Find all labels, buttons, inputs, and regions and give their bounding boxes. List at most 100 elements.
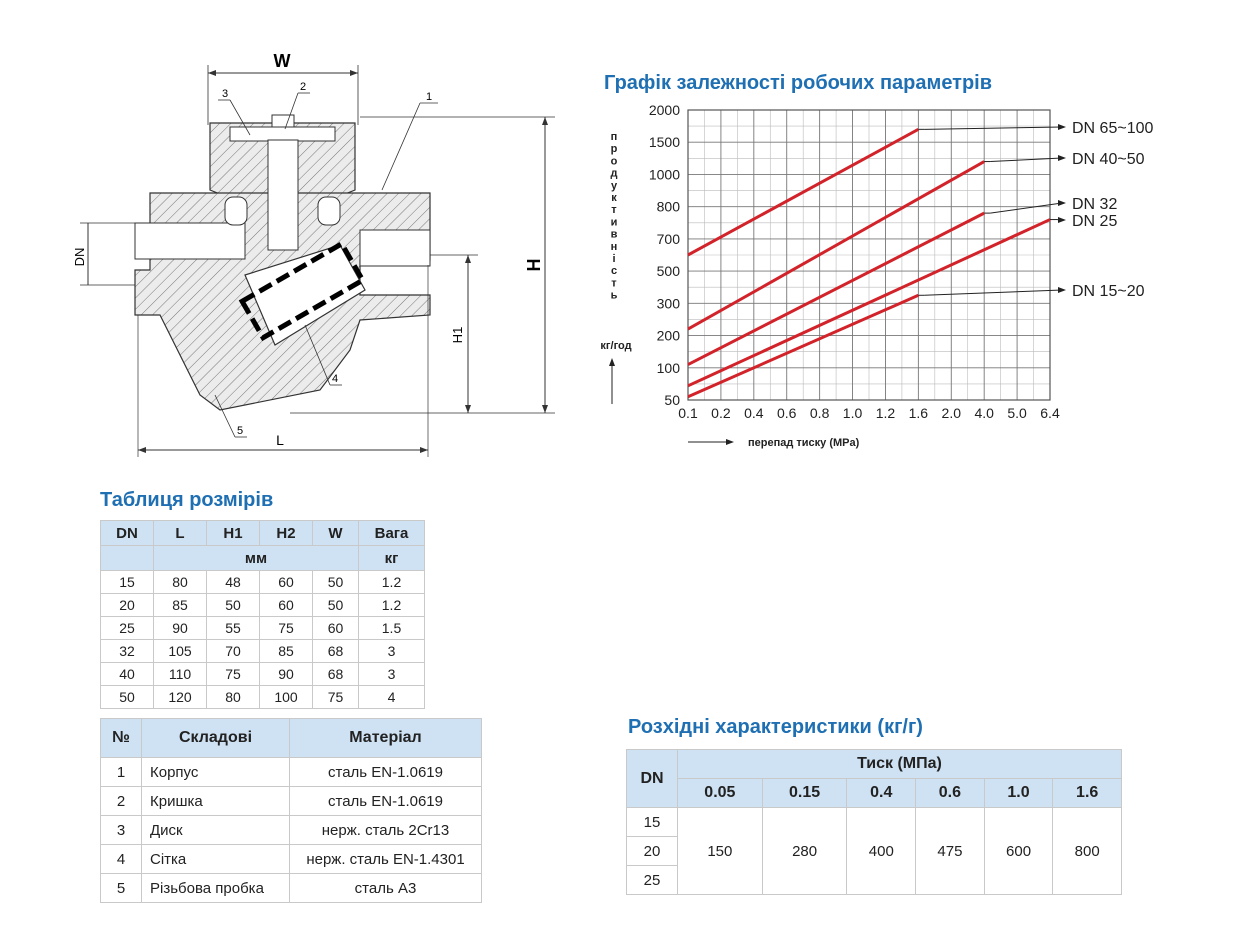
part-2-label: 2 bbox=[300, 81, 306, 93]
dims-cell: 3 bbox=[358, 639, 425, 663]
dims-header-weight: Вага bbox=[358, 520, 425, 546]
x-tick-label: 2.0 bbox=[942, 405, 962, 421]
capacity-title: Розхідні характеристики (кг/г) bbox=[628, 716, 923, 738]
capacity-value-cell: 400 bbox=[846, 807, 917, 895]
series-leader-arrowhead bbox=[1058, 155, 1066, 161]
dims-cell: 48 bbox=[206, 570, 260, 594]
series-line bbox=[687, 160, 985, 331]
part-material: нерж. сталь 2Cr13 bbox=[289, 815, 482, 845]
part-component: Різьбова пробка bbox=[141, 873, 290, 903]
dims-cell: 1.2 bbox=[358, 593, 425, 617]
dims-cell: 50 bbox=[312, 593, 359, 617]
y-unit-label: кг/год bbox=[600, 340, 631, 352]
dims-cell: 68 bbox=[312, 662, 359, 686]
y-axis-label-letter: т bbox=[611, 277, 617, 289]
part-component: Корпус bbox=[141, 757, 290, 787]
y-axis-label-letter: д bbox=[611, 168, 618, 180]
part-number: 5 bbox=[100, 873, 142, 903]
parts-header-material: Матеріал bbox=[289, 718, 482, 758]
y-axis-label-letter: н bbox=[611, 241, 618, 253]
y-axis-label-letter: і bbox=[612, 253, 615, 265]
dims-header-l: L bbox=[153, 520, 207, 546]
y-axis-label-letter: ь bbox=[611, 290, 618, 302]
capacity-value-cell: 800 bbox=[1052, 807, 1122, 895]
y-tick-label: 800 bbox=[657, 199, 681, 215]
capacity-value-cell: 600 bbox=[983, 807, 1054, 895]
dims-cell: 1.2 bbox=[358, 570, 425, 594]
series-line bbox=[687, 128, 920, 257]
dims-unit-kg: кг bbox=[358, 545, 425, 571]
x-tick-label: 6.4 bbox=[1040, 405, 1060, 421]
dims-header-h2: H2 bbox=[259, 520, 313, 546]
dims-cell: 55 bbox=[206, 616, 260, 640]
part-3-label: 3 bbox=[222, 88, 228, 100]
part-material: сталь EN-1.0619 bbox=[289, 786, 482, 816]
dims-cell: 60 bbox=[259, 570, 313, 594]
dim-h-label: H bbox=[524, 259, 544, 272]
y-axis-label-letter: п bbox=[611, 131, 618, 143]
capacity-pressure-header: 1.6 bbox=[1052, 778, 1122, 808]
capacity-pressure-header: 0.05 bbox=[677, 778, 763, 808]
series-label: DN 32 bbox=[1072, 196, 1117, 213]
y-axis-label-letter: и bbox=[611, 216, 618, 228]
y-axis-label-letter: т bbox=[611, 204, 617, 216]
y-tick-label: 700 bbox=[657, 231, 681, 247]
dims-header-row: DN L H1 H2 W Вага bbox=[100, 520, 425, 546]
parts-header-row: № Складові Матеріал bbox=[100, 718, 482, 758]
x-tick-label: 0.2 bbox=[711, 405, 731, 421]
x-tick-label: 0.6 bbox=[777, 405, 797, 421]
part-number: 1 bbox=[100, 757, 142, 787]
part-material: сталь А3 bbox=[289, 873, 482, 903]
capacity-header-pressure: Тиск (МПа) bbox=[677, 749, 1122, 779]
x-tick-label: 0.4 bbox=[744, 405, 764, 421]
series-line bbox=[687, 293, 919, 399]
series-line bbox=[687, 211, 985, 366]
dims-cell: 25 bbox=[100, 616, 154, 640]
dims-cell: 50 bbox=[100, 685, 154, 709]
dims-cell: 3 bbox=[358, 662, 425, 686]
part-component: Сітка bbox=[141, 844, 290, 874]
y-tick-label: 50 bbox=[664, 392, 680, 408]
y-axis-label-letter: к bbox=[611, 192, 617, 204]
series-leader bbox=[924, 289, 1063, 296]
series-leader bbox=[990, 202, 1063, 214]
y-tick-label: 2000 bbox=[649, 102, 680, 118]
capacity-pressure-header: 1.0 bbox=[983, 778, 1054, 808]
x-tick-label: 0.1 bbox=[678, 405, 698, 421]
dims-title: Таблиця розмірів bbox=[100, 489, 274, 511]
dims-header-w: W bbox=[312, 520, 359, 546]
capacity-dn-cell: 25 bbox=[626, 865, 678, 895]
parts-header-component: Складові bbox=[141, 718, 290, 758]
series-line bbox=[687, 218, 1051, 388]
dims-cell: 80 bbox=[153, 570, 207, 594]
dims-cell: 85 bbox=[153, 593, 207, 617]
series-leader-arrowhead bbox=[1058, 124, 1066, 130]
dims-cell: 20 bbox=[100, 593, 154, 617]
dims-cell: 85 bbox=[259, 639, 313, 663]
dims-header-dn: DN bbox=[100, 520, 154, 546]
series-label: DN 40~50 bbox=[1072, 151, 1145, 168]
x-tick-label: 5.0 bbox=[1007, 405, 1027, 421]
dims-cell: 120 bbox=[153, 685, 207, 709]
part-number: 4 bbox=[100, 844, 142, 874]
capacity-dn-cell: 15 bbox=[626, 807, 678, 837]
dims-cell: 32 bbox=[100, 639, 154, 663]
series-label: DN 15~20 bbox=[1072, 283, 1145, 300]
part-component: Диск bbox=[141, 815, 290, 845]
dims-cell: 60 bbox=[312, 616, 359, 640]
x-axis-arrowhead bbox=[726, 439, 734, 445]
series-label: DN 25 bbox=[1072, 213, 1117, 230]
x-tick-label: 0.8 bbox=[810, 405, 830, 421]
part-number: 3 bbox=[100, 815, 142, 845]
dims-cell: 15 bbox=[100, 570, 154, 594]
x-tick-label: 1.6 bbox=[909, 405, 929, 421]
